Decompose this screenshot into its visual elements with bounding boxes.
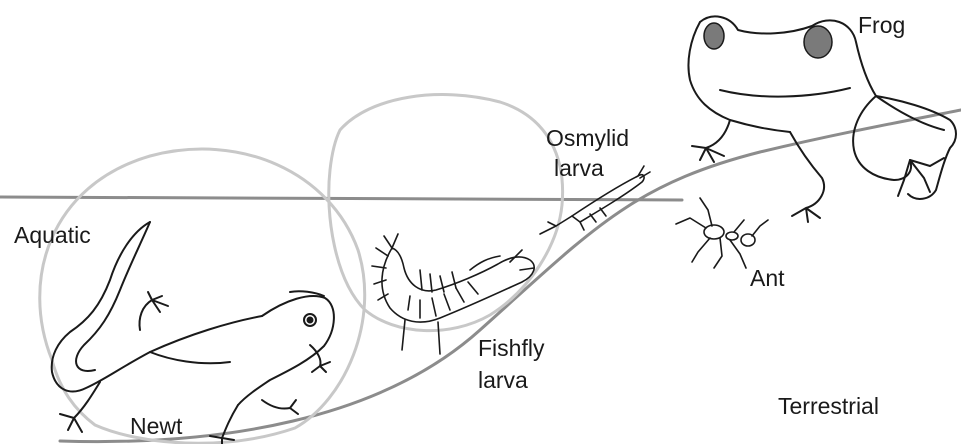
water-surface-line xyxy=(0,197,682,200)
fishfly-label-line1: Fishfly xyxy=(478,335,545,361)
ant-drawing xyxy=(676,198,768,268)
frog-right-eye xyxy=(804,26,832,58)
newt-drawing xyxy=(52,222,334,444)
newt-pupil xyxy=(307,317,314,324)
frog-left-eye xyxy=(704,23,724,49)
osmylid-label-line1: Osmylid xyxy=(546,125,629,151)
aquatic-label: Aquatic xyxy=(14,222,91,248)
osmylid-label-line2: larva xyxy=(554,155,604,181)
fishfly-label-line2: larva xyxy=(478,367,528,393)
frog-label: Frog xyxy=(858,12,905,38)
newt-label: Newt xyxy=(130,413,183,439)
ant-label: Ant xyxy=(750,265,785,291)
terrestrial-label: Terrestrial xyxy=(778,393,879,419)
